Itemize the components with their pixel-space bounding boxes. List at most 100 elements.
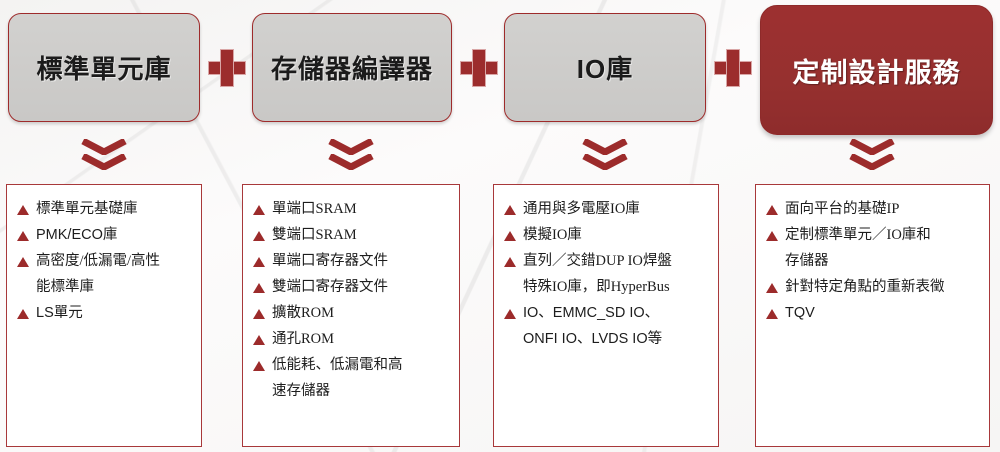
list-item: TQV: [764, 303, 983, 324]
list-item: PMK/ECO庫: [15, 225, 195, 246]
list-item-label: 面向平台的基礎IP: [785, 201, 900, 217]
list-item: 高密度/低漏電/高性: [15, 251, 195, 272]
plus-icon: [208, 49, 246, 87]
chevron-down-icon: [81, 139, 127, 155]
list-item: 雙端口寄存器文件: [251, 277, 453, 298]
list-item-label: ONFI IO、LVDS IO等: [523, 331, 663, 348]
card-title: 存儲器編譯器: [270, 54, 433, 84]
card-custom-design-service[interactable]: 定制設計服務: [760, 5, 993, 135]
card-title: 標準單元庫: [36, 54, 172, 84]
list-item: 標準單元基礎庫: [15, 199, 195, 220]
card-title: 定制設計服務: [792, 57, 961, 88]
list-item: LS單元: [15, 303, 195, 324]
list-item-label: LS單元: [36, 305, 83, 322]
detail-box-custom-design-service: 面向平台的基礎IP 定制標準單元／IO庫和 存儲器 針對特定角點的重新表徵 TQ…: [755, 184, 990, 447]
list-item-label: 通孔ROM: [272, 331, 335, 348]
list-item-label: 雙端口SRAM: [272, 227, 357, 244]
list-item: 模擬IO庫: [502, 225, 712, 246]
bullet-list: 面向平台的基礎IP 定制標準單元／IO庫和 存儲器 針對特定角點的重新表徵 TQ…: [764, 199, 983, 324]
list-item: 單端口SRAM: [251, 199, 453, 220]
list-item: IO、EMMC_SD IO、: [502, 303, 712, 324]
bullet-list: 通用與多電壓IO庫 模擬IO庫 直列／交錯DUP IO焊盤 特殊IO庫，即Hyp…: [502, 199, 712, 350]
list-item: 直列／交錯DUP IO焊盤: [502, 251, 712, 272]
detail-box-io-library: 通用與多電壓IO庫 模擬IO庫 直列／交錯DUP IO焊盤 特殊IO庫，即Hyp…: [493, 184, 719, 447]
chevron-down-icon: [582, 139, 628, 155]
triangle-bullet-icon-placeholder: [17, 283, 29, 293]
list-item-continuation: ONFI IO、LVDS IO等: [502, 329, 712, 350]
list-item-label: 能標準庫: [36, 279, 94, 296]
list-item: 面向平台的基礎IP: [764, 199, 983, 220]
chevron-down-icon: [849, 154, 895, 170]
list-item: 單端口寄存器文件: [251, 251, 453, 272]
list-item-label: 通用與多電壓IO庫: [523, 201, 640, 217]
triangle-bullet-icon: [766, 231, 778, 242]
chevron-down-icon: [849, 139, 895, 155]
triangle-bullet-icon-placeholder: [504, 335, 516, 345]
triangle-bullet-icon: [17, 205, 29, 215]
double-chevron-down-icon: [81, 139, 127, 175]
chevron-down-icon: [328, 139, 374, 155]
triangle-bullet-icon: [253, 335, 265, 346]
list-item-label: 標準單元基礎庫: [36, 201, 138, 217]
plus-icon-bar-vertical: [726, 49, 740, 87]
triangle-bullet-icon: [253, 309, 265, 320]
detail-box-standard-cell-library: 標準單元基礎庫 PMK/ECO庫 高密度/低漏電/高性 能標準庫 LS單元: [6, 184, 202, 447]
card-standard-cell-library[interactable]: 標準單元庫: [8, 13, 200, 122]
triangle-bullet-icon-placeholder: [766, 257, 778, 267]
list-item-continuation: 特殊IO庫，即HyperBus: [502, 277, 712, 298]
card-title: IO庫: [576, 54, 634, 84]
list-item: 雙端口SRAM: [251, 225, 453, 246]
plus-icon-bar-vertical: [472, 49, 486, 87]
double-chevron-down-icon: [849, 139, 895, 175]
chevron-down-icon: [582, 154, 628, 170]
list-item-label: TQV: [785, 305, 815, 322]
triangle-bullet-icon: [766, 309, 778, 320]
list-item-label: IO、EMMC_SD IO、: [523, 305, 660, 322]
card-io-library[interactable]: IO庫: [504, 13, 706, 122]
list-item-continuation: 能標準庫: [15, 277, 195, 298]
double-chevron-down-icon: [328, 139, 374, 175]
list-item-label: 速存儲器: [272, 383, 330, 400]
list-item-label: 高密度/低漏電/高性: [36, 253, 161, 270]
card-memory-compiler[interactable]: 存儲器編譯器: [252, 13, 452, 122]
list-item-label: 存儲器: [785, 253, 829, 270]
triangle-bullet-icon: [253, 231, 265, 242]
list-item-label: 低能耗、低漏電和高: [272, 357, 403, 374]
detail-box-memory-compiler: 單端口SRAM 雙端口SRAM 單端口寄存器文件 雙端口寄存器文件 擴散ROM …: [242, 184, 460, 447]
list-item-label: 針對特定角點的重新表徵: [785, 279, 945, 296]
triangle-bullet-icon: [766, 283, 778, 294]
triangle-bullet-icon: [504, 257, 516, 268]
list-item-label: 直列／交錯DUP IO焊盤: [523, 253, 672, 270]
list-item-label: 單端口SRAM: [272, 201, 357, 217]
triangle-bullet-icon: [253, 205, 265, 215]
triangle-bullet-icon: [504, 205, 516, 215]
list-item: 通用與多電壓IO庫: [502, 199, 712, 220]
list-item: 通孔ROM: [251, 329, 453, 350]
list-item: 擴散ROM: [251, 303, 453, 324]
list-item-label: 單端口寄存器文件: [272, 253, 388, 270]
list-item-label: 擴散ROM: [272, 305, 335, 322]
triangle-bullet-icon: [253, 361, 265, 372]
bullet-list: 標準單元基礎庫 PMK/ECO庫 高密度/低漏電/高性 能標準庫 LS單元: [15, 199, 195, 324]
list-item: 定制標準單元／IO庫和: [764, 225, 983, 246]
list-item-continuation: 速存儲器: [251, 381, 453, 402]
list-item-label: 模擬IO庫: [523, 227, 582, 244]
list-item-label: 特殊IO庫，即HyperBus: [523, 279, 670, 296]
list-item: 針對特定角點的重新表徵: [764, 277, 983, 298]
triangle-bullet-icon: [17, 231, 29, 242]
triangle-bullet-icon: [253, 283, 265, 294]
triangle-bullet-icon: [504, 309, 516, 320]
plus-icon-bar-vertical: [220, 49, 234, 87]
triangle-bullet-icon: [17, 309, 29, 320]
triangle-bullet-icon: [17, 257, 29, 268]
list-item-label: 定制標準單元／IO庫和: [785, 227, 931, 244]
chevron-down-icon: [81, 154, 127, 170]
list-item-label: 雙端口寄存器文件: [272, 279, 388, 296]
chevron-down-icon: [328, 154, 374, 170]
list-item: 低能耗、低漏電和高: [251, 355, 453, 376]
triangle-bullet-icon-placeholder: [504, 283, 516, 293]
list-item-continuation: 存儲器: [764, 251, 983, 272]
bullet-list: 單端口SRAM 雙端口SRAM 單端口寄存器文件 雙端口寄存器文件 擴散ROM …: [251, 199, 453, 402]
triangle-bullet-icon: [766, 205, 778, 215]
